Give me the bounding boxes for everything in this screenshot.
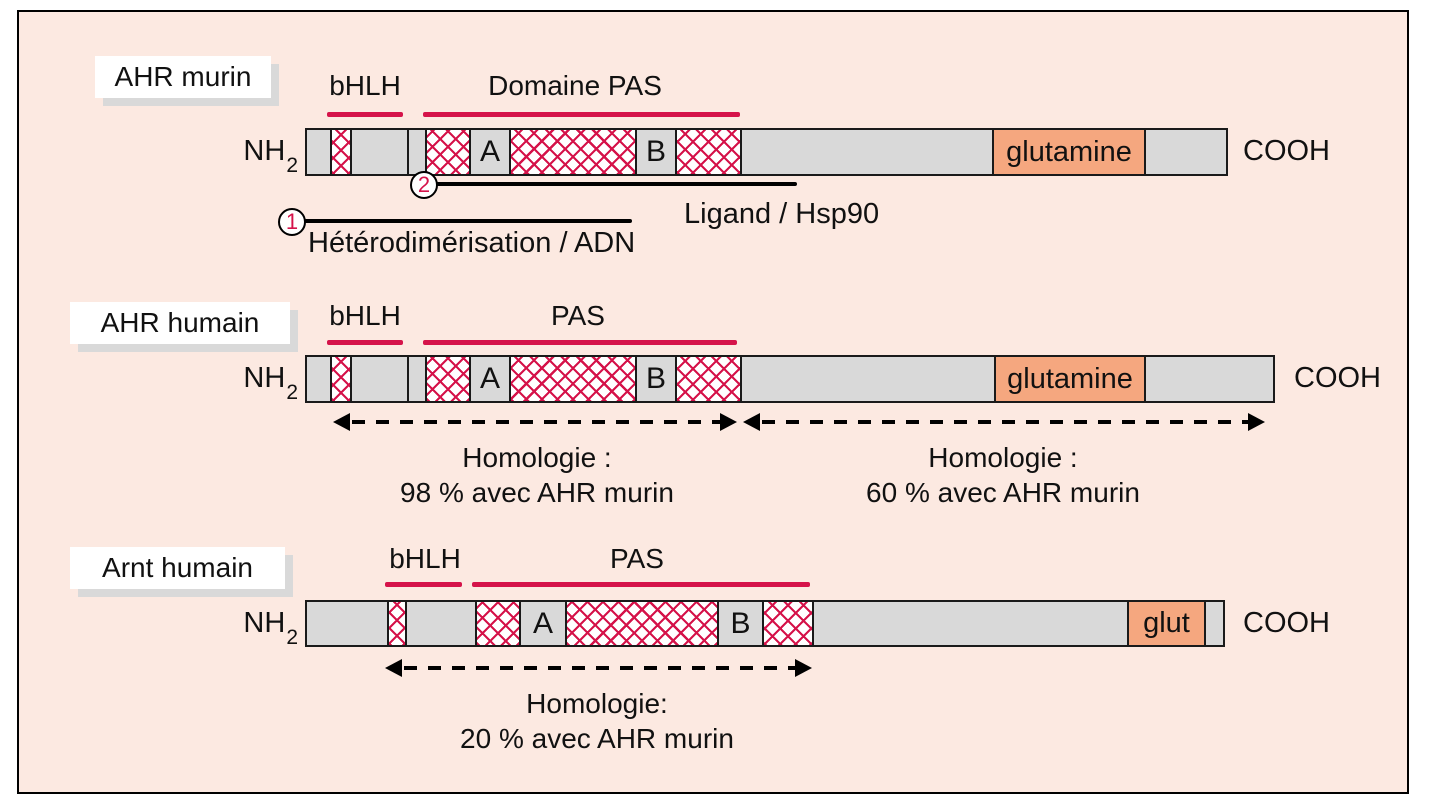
bar-segment-hatched	[675, 130, 740, 174]
pas-b-box: B	[635, 357, 675, 401]
bhlh-underline	[327, 112, 403, 117]
homology-left-title: Homologie :	[462, 442, 612, 473]
nh2-label: NH2	[243, 607, 298, 649]
arrow-head-left-icon	[333, 413, 350, 431]
row-title-ahr-murin: AHR murin	[95, 56, 271, 98]
bhlh-domain-label: bHLH	[389, 543, 461, 574]
marker-2-circle: 2	[410, 171, 438, 199]
pas-domain-label: PAS	[551, 300, 605, 331]
bar-segment-hatched	[509, 357, 635, 401]
bhlh-domain-label: bHLH	[329, 300, 401, 331]
homology-left-arrow	[352, 420, 720, 424]
bar-segment-hatched	[509, 130, 635, 174]
marker-2-label: Ligand / Hsp90	[684, 198, 880, 230]
cooh-label: COOH	[1294, 362, 1381, 394]
row-title-label: Arnt humain	[102, 552, 253, 583]
protein-bar-arnt-humain: A B glut	[305, 600, 1225, 647]
nh2-label: NH2	[243, 362, 298, 404]
bar-segment	[350, 357, 407, 401]
row-title-label: AHR murin	[114, 61, 252, 92]
nh2-label: NH2	[243, 135, 298, 177]
bar-segment-hatched	[330, 357, 350, 401]
bar-segment-hatched	[425, 130, 469, 174]
bhlh-underline	[385, 582, 462, 587]
bar-segment	[740, 130, 992, 174]
homology-arrow	[404, 666, 796, 670]
bar-segment	[1144, 130, 1226, 174]
pas-domain-label: PAS	[610, 543, 664, 574]
bar-segment	[350, 130, 407, 174]
bhlh-underline	[327, 340, 403, 345]
pas-a-box: A	[469, 357, 509, 401]
bar-segment-hatched	[425, 357, 469, 401]
arrow-head-right-icon	[720, 413, 737, 431]
glutamine-box: glut	[1127, 602, 1204, 645]
arrow-head-left-icon	[743, 413, 760, 431]
bar-segment	[812, 602, 1127, 645]
bar-segment	[307, 602, 387, 645]
pas-a-box: A	[519, 602, 565, 645]
bhlh-domain-label: bHLH	[329, 70, 401, 101]
glutamine-box: glutamine	[994, 357, 1144, 401]
pas-underline	[423, 112, 740, 117]
arrow-head-left-icon	[385, 659, 402, 677]
arrow-head-right-icon	[795, 659, 812, 677]
bar-segment	[307, 357, 330, 401]
homology-right-title: Homologie :	[928, 442, 1078, 473]
bar-segment-hatched	[330, 130, 350, 174]
marker-2-line	[436, 182, 797, 186]
cooh-label: COOH	[1243, 135, 1330, 167]
homology-title: Homologie:	[526, 688, 668, 719]
bar-segment-hatched	[675, 357, 740, 401]
protein-bar-ahr-humain: A B glutamine	[305, 355, 1275, 403]
pas-underline	[423, 340, 737, 345]
homology-right-value: 60 % avec AHR murin	[866, 477, 1140, 508]
pas-b-box: B	[717, 602, 762, 645]
bar-segment	[740, 357, 994, 401]
bar-segment	[307, 130, 330, 174]
pas-underline	[472, 582, 810, 587]
marker-1-circle: 1	[278, 208, 306, 236]
pas-domain-label: Domaine PAS	[488, 70, 662, 101]
homology-right-arrow	[762, 420, 1248, 424]
bar-segment	[407, 130, 425, 174]
bar-segment	[1204, 602, 1223, 645]
homology-left-value: 98 % avec AHR murin	[400, 477, 674, 508]
row-title-arnt-humain: Arnt humain	[70, 547, 285, 589]
bar-segment-hatched	[762, 602, 812, 645]
bar-segment-hatched	[565, 602, 717, 645]
row-title-ahr-humain: AHR humain	[70, 302, 290, 344]
pas-a-box: A	[469, 130, 509, 174]
protein-bar-ahr-murin: A B glutamine	[305, 128, 1228, 176]
cooh-label: COOH	[1243, 607, 1330, 639]
pas-b-box: B	[635, 130, 675, 174]
bar-segment-hatched	[475, 602, 519, 645]
bar-segment	[405, 602, 475, 645]
homology-value: 20 % avec AHR murin	[460, 723, 734, 754]
arrow-head-right-icon	[1248, 413, 1265, 431]
marker-1-label: Hétérodimérisation / ADN	[308, 227, 636, 259]
row-title-label: AHR humain	[100, 307, 260, 338]
marker-1-line	[304, 219, 632, 223]
bar-segment-hatched	[387, 602, 405, 645]
bar-segment	[407, 357, 425, 401]
glutamine-box: glutamine	[992, 130, 1144, 174]
bar-segment	[1144, 357, 1273, 401]
